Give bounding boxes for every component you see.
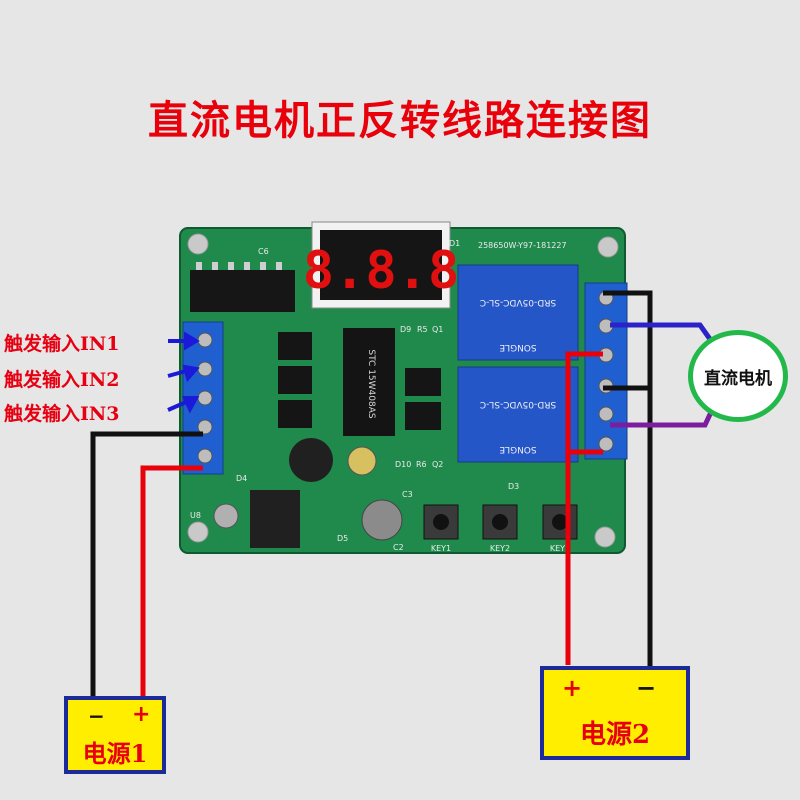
silk-d4: D4 <box>236 474 247 483</box>
capacitor-c1 <box>347 446 377 476</box>
mcu-label: STC 15W408AS <box>366 349 376 419</box>
silkscreen-labels: C6 D1 D4 D5 D3 D9 R5 Q1 D10 R6 Q2 C3 C2 … <box>190 239 519 552</box>
silk-d9: D9 <box>400 325 411 334</box>
relay-1-model: SRD-05VDC-SL-C <box>480 297 556 307</box>
psu2-plus: + <box>562 674 583 702</box>
psu1-minus: − <box>88 704 105 728</box>
dc-motor: 直流电机 <box>688 330 788 422</box>
display-digits: 8.8.8 <box>303 241 460 301</box>
psu1-negative-wire <box>90 431 203 700</box>
power-supply-1: − + 电源1 <box>64 696 166 774</box>
key2-label: KEY2 <box>490 544 510 553</box>
silk-r6: R6 <box>416 460 427 469</box>
input-label-in3: 触发输入IN3 <box>4 403 120 425</box>
psu1-positive-wire <box>140 465 203 700</box>
input-arrows <box>167 331 200 414</box>
relay-terminal-block <box>584 282 628 460</box>
ic-top-left <box>190 262 295 312</box>
capacitor-c2 <box>361 499 403 541</box>
silk-q1: Q1 <box>432 325 443 334</box>
relay-1: SRD-05VDC-SL-C SONGLE <box>457 264 579 361</box>
in2-arrowhead <box>182 364 200 383</box>
psu1-plus: + <box>132 702 151 727</box>
silk-c2: C2 <box>393 543 404 552</box>
regulator-u8 <box>213 490 300 548</box>
silk-u8: U8 <box>190 511 201 520</box>
optocouplers <box>278 332 441 430</box>
silk-d10: D10 <box>395 460 411 469</box>
input-label-in2: 触发输入IN2 <box>4 369 120 391</box>
motor-wire-purple <box>610 408 715 428</box>
silk-q2: Q2 <box>432 460 443 469</box>
silk-c6: C6 <box>258 247 269 256</box>
diagram-title: 直流电机正反转线路连接图 <box>148 97 652 144</box>
silk-c3: C3 <box>402 490 413 499</box>
psu2-negative-wire-1 <box>603 290 653 670</box>
psu1-label: 电源1 <box>82 739 148 768</box>
seven-segment-display: 8.8.8 <box>303 221 460 309</box>
psu2-positive-wire-1 <box>565 351 603 665</box>
silk-d5: D5 <box>337 534 348 543</box>
inductor <box>289 438 333 482</box>
input-label-in1: 触发输入IN1 <box>4 333 120 355</box>
mcu-chip: STC 15W408AS <box>343 328 395 436</box>
motor-wire-blue <box>610 322 715 344</box>
psu2-label: 电源2 <box>579 720 651 750</box>
push-buttons <box>423 504 578 540</box>
silk-d3: D3 <box>508 482 519 491</box>
silk-r5: R5 <box>417 325 428 334</box>
in1-arrowhead <box>184 331 200 351</box>
board-serial: 258650W-Y97-181227 <box>478 241 567 250</box>
psu2-minus: − <box>636 674 657 702</box>
relay-2: SRD-05VDC-SL-C SONGLE <box>457 366 579 463</box>
key1-label: KEY1 <box>431 544 451 553</box>
input-terminal-block <box>182 321 224 475</box>
in3-arrowhead <box>181 396 200 414</box>
relay-2-brand: SONGLE <box>499 444 537 454</box>
key3-label: KEY3 <box>550 544 570 553</box>
dc-motor-label: 直流电机 <box>704 368 772 389</box>
relay-2-model: SRD-05VDC-SL-C <box>480 399 556 409</box>
relay-1-brand: SONGLE <box>499 342 537 352</box>
power-supply-2: + − 电源2 <box>540 666 690 760</box>
silk-d1: D1 <box>449 239 460 248</box>
